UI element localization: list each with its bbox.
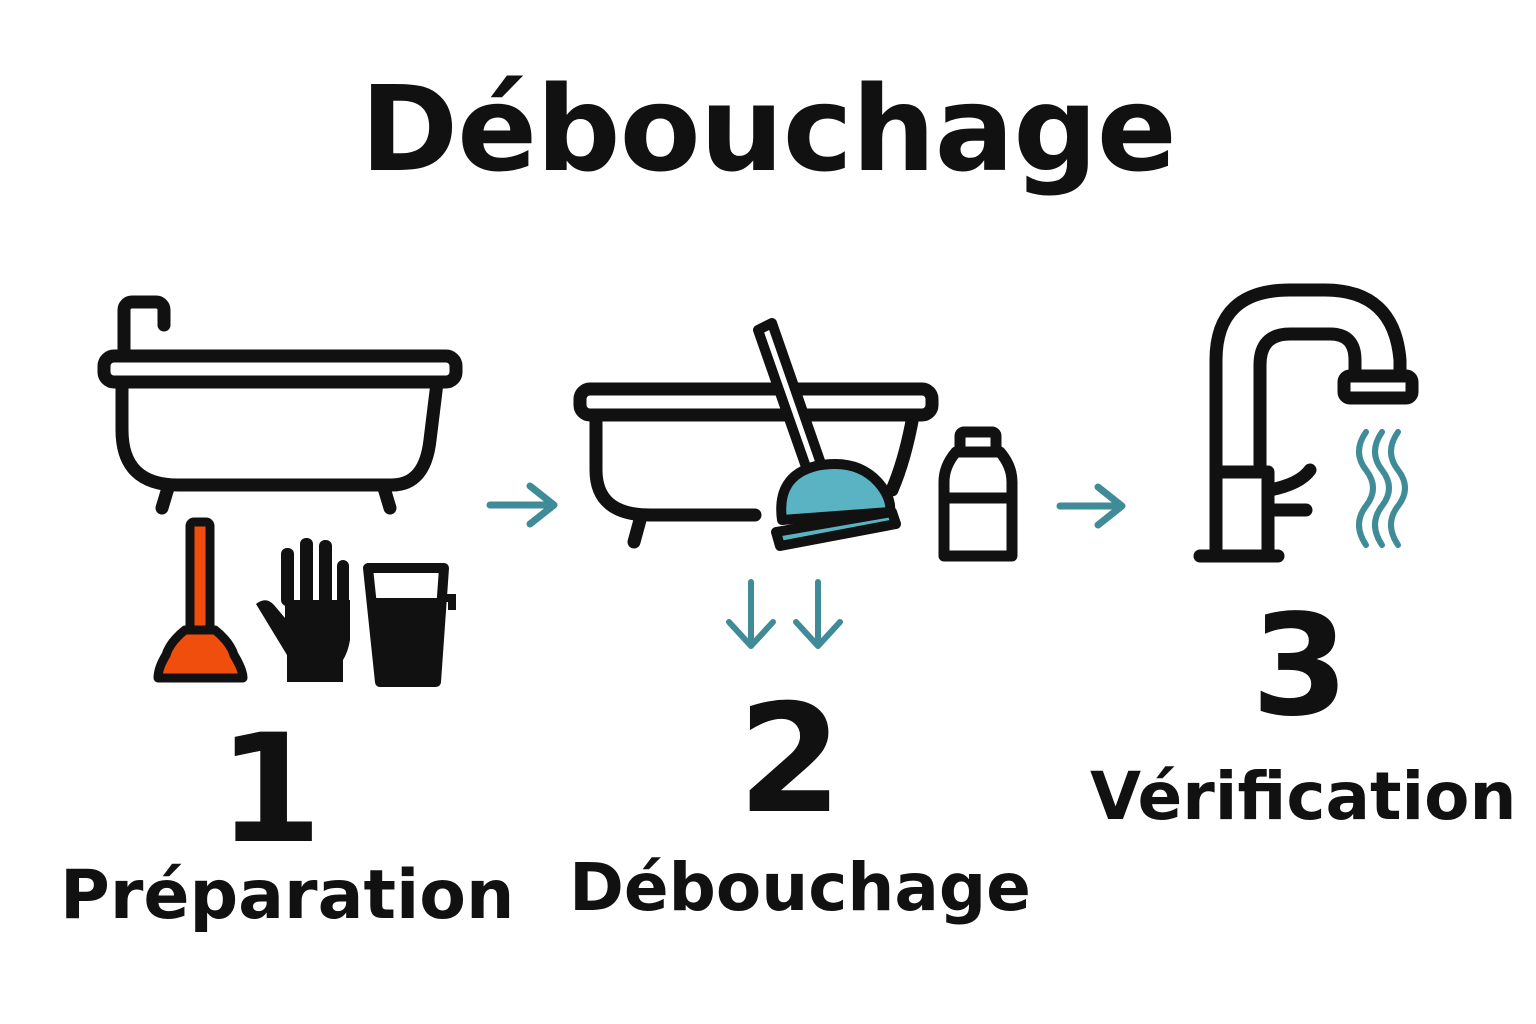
step-2-down-arrows-icon: [726, 579, 843, 649]
step-2-number: 2: [737, 673, 843, 847]
step-3-water-flow-icon: [1356, 429, 1408, 548]
connector-arrow-right-icon: [486, 482, 558, 528]
step-2-bathtub-icon: [573, 382, 939, 549]
step-1-glove-icon: [256, 538, 350, 682]
connector-arrow-right-icon: [1056, 483, 1126, 529]
step-2-bottle-icon: [938, 426, 1018, 562]
step-3-number: 3: [1251, 585, 1349, 748]
step-2-plunger-icon: [753, 318, 901, 551]
step-1-number: 1: [217, 703, 323, 877]
step-2-label: Débouchage: [569, 849, 1031, 926]
step-3-faucet-icon: [1193, 283, 1419, 563]
step-1-plunger-icon: [153, 517, 248, 683]
step-1-label: Préparation: [60, 856, 515, 935]
step-3-label: Vérification: [1090, 758, 1517, 835]
step-1-cup-icon: [363, 563, 456, 687]
page-title: Débouchage: [360, 60, 1177, 198]
step-1-bathtub-icon: [97, 295, 463, 515]
